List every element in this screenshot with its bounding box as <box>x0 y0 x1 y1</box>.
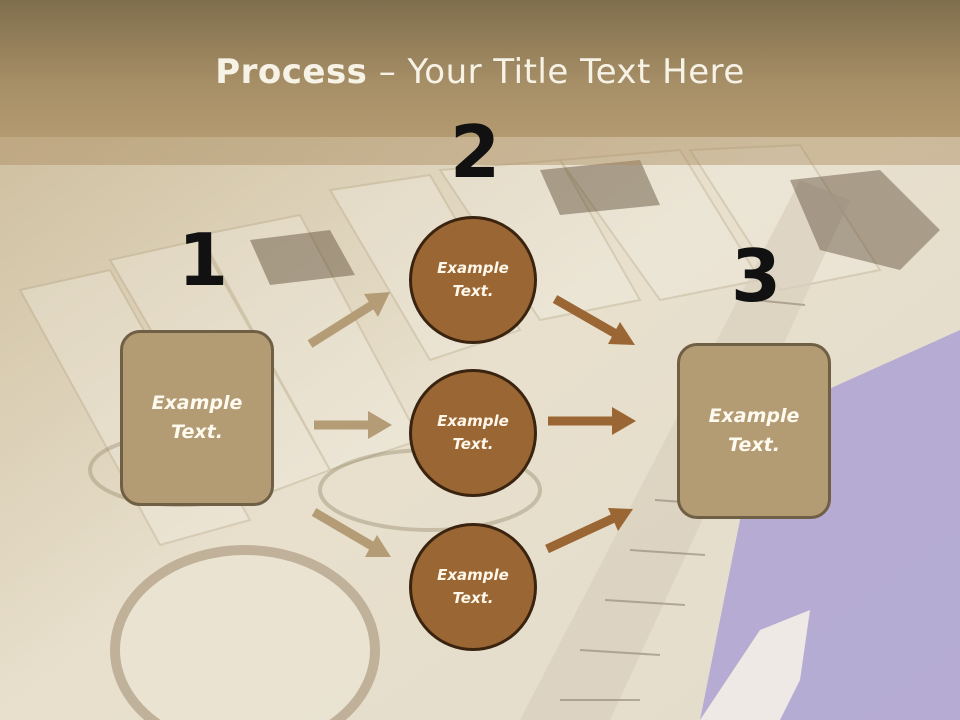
circle-middle-text: Example Text. <box>437 412 509 453</box>
arrow-middle-to-3 <box>548 407 636 435</box>
title-rest: – Your Title Text Here <box>367 52 745 92</box>
step-1-box: Example Text. <box>120 330 274 506</box>
arrow-1-to-bottom <box>311 508 391 557</box>
step-number-1: 1 <box>178 218 229 302</box>
title-bar <box>0 0 960 137</box>
circle-bottom-text: Example Text. <box>437 566 509 607</box>
title-bar-shadow <box>0 137 960 165</box>
title-bold: Process <box>215 52 368 92</box>
arrow-1-to-middle <box>314 411 392 439</box>
arrow-bottom-to-3 <box>545 508 633 554</box>
circle-middle: Example Text. <box>409 369 537 497</box>
circle-top: Example Text. <box>409 216 537 344</box>
slide-title: Process – Your Title Text Here <box>0 52 960 92</box>
arrow-top-to-3 <box>552 295 635 345</box>
arrow-1-to-top <box>307 292 390 348</box>
circle-top-text: Example Text. <box>437 259 509 300</box>
step-3-text: Example Text. <box>708 405 800 456</box>
step-number-2: 2 <box>450 110 501 194</box>
step-1-text: Example Text. <box>151 392 243 443</box>
step-3-box: Example Text. <box>677 343 831 519</box>
circle-bottom: Example Text. <box>409 523 537 651</box>
step-number-3: 3 <box>731 234 782 318</box>
